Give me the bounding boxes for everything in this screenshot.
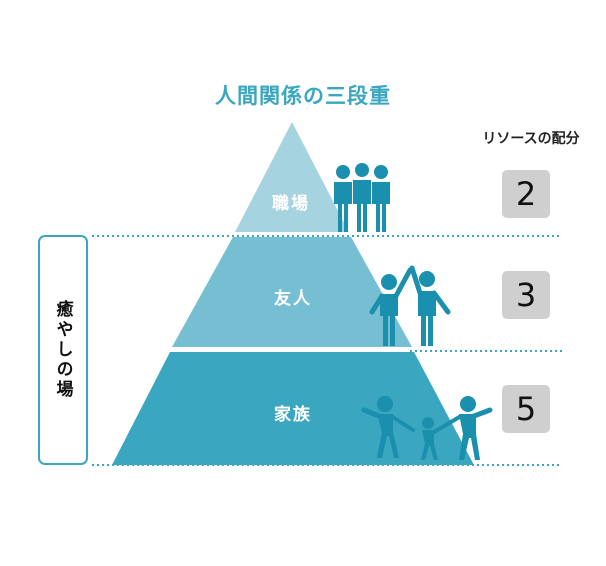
tier-middle	[172, 237, 412, 347]
high-five-friends-icon	[369, 265, 451, 346]
tier-label-friends: 友人	[274, 289, 312, 309]
business-people-icon	[334, 163, 390, 232]
healing-place-label: 癒やしの場	[52, 300, 73, 400]
resource-box-friends: 3	[502, 271, 550, 319]
diagram-title: 人間関係の三段重	[215, 84, 391, 108]
resource-box-family: 5	[502, 385, 550, 433]
tier-label-workplace: 職場	[272, 194, 310, 214]
tier-top	[235, 122, 349, 232]
resource-box-workplace: 2	[502, 170, 550, 218]
tier-label-family: 家族	[274, 405, 312, 425]
healing-place-box: 癒やしの場	[38, 235, 88, 465]
resource-allocation-label: リソースの配分	[482, 131, 580, 147]
family-holding-hands-icon	[361, 396, 493, 460]
